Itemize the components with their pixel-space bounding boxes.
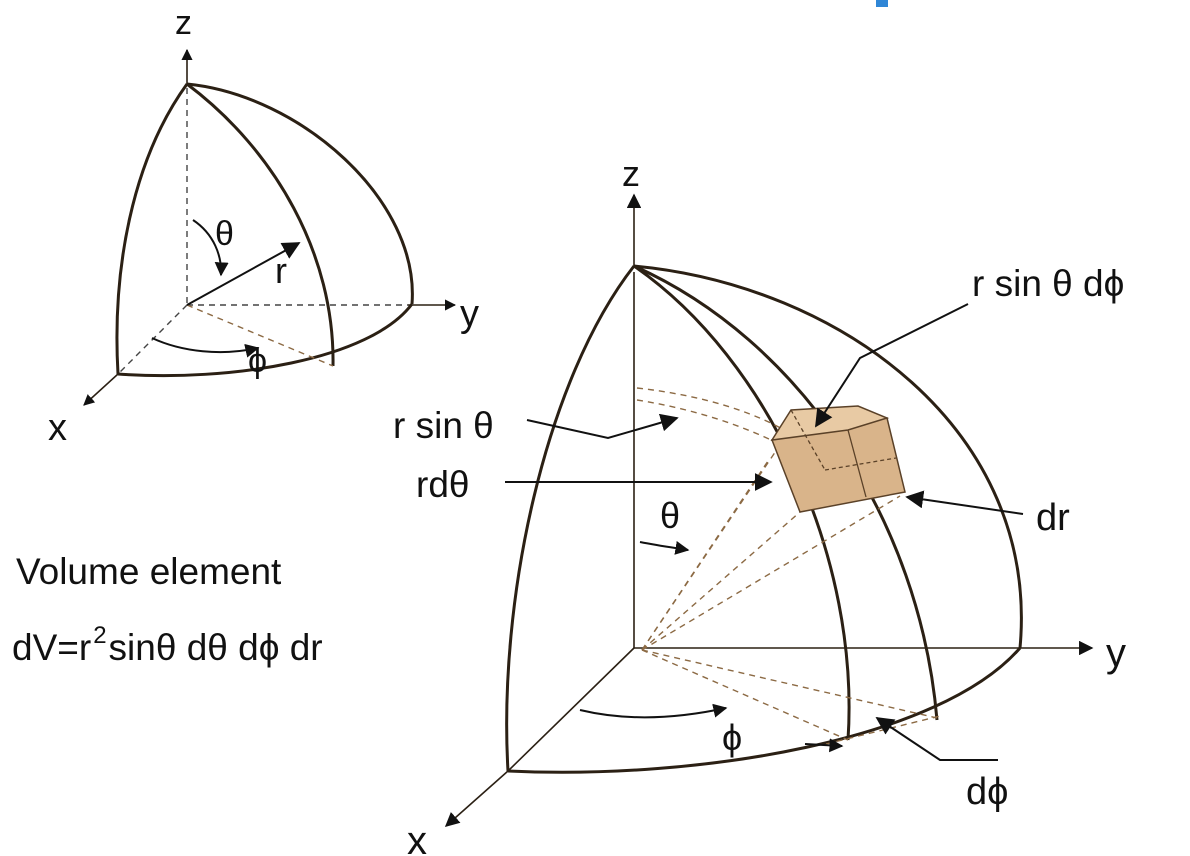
small-phi-label: ϕ (248, 342, 267, 380)
formula-suffix: sinθ dθ dϕ dr (108, 627, 323, 668)
large-z-label: z (622, 153, 640, 194)
large-radial-dash-2 (641, 511, 801, 651)
volume-element-edge-1 (790, 409, 826, 471)
small-x-axis (83, 373, 119, 406)
small-x-label: x (48, 407, 67, 449)
large-projection-dash-1 (641, 649, 849, 741)
dphi-arrow-left (804, 738, 844, 753)
formula-prefix: dV=r (12, 627, 92, 668)
small-phi-arc (151, 337, 260, 358)
formula-exponent: 2 (93, 622, 107, 649)
small-x-axis-hidden (117, 304, 188, 375)
large-x-axis-inner (507, 647, 635, 772)
small-r-label: r (275, 250, 287, 291)
small-r-vector (186, 242, 301, 306)
large-theta-arc (639, 541, 690, 555)
rsinthetadphi-label: r sin θ dϕ (972, 263, 1124, 304)
large-y-label: y (1106, 631, 1126, 675)
large-radial-dash-4 (641, 457, 771, 651)
rdtheta-label: rdθ (416, 464, 469, 505)
dphi-label: dϕ (966, 771, 1008, 813)
small-projection-line (186, 304, 334, 367)
small-sphere-diagram: z y x r θ ϕ (48, 4, 479, 449)
rsinthetadphi-leader (815, 303, 969, 428)
volume-element-formula: dV=r2sinθ dθ dϕ dr (12, 622, 323, 668)
volume-element-edge-3 (847, 429, 867, 498)
large-projection-dash-2 (641, 649, 938, 719)
corner-blue-mark (876, 0, 888, 7)
volume-element-heading: Volume element (16, 551, 282, 592)
rsintheta-leader (526, 413, 679, 440)
small-sphere-xy-edge (117, 303, 414, 378)
large-theta-label: θ (660, 495, 680, 536)
large-x-label: x (407, 819, 427, 856)
volume-element-box (770, 405, 906, 513)
dr-leader (905, 490, 1024, 515)
dr-label: dr (1036, 497, 1070, 539)
large-sphere-yz-edge (633, 264, 1023, 649)
large-radial-dash-3 (641, 495, 901, 651)
large-phi-arc (579, 703, 728, 719)
small-theta-arc (192, 219, 229, 277)
rsintheta-label: r sin θ (393, 405, 494, 446)
large-sphere-xy-edge (507, 647, 1022, 774)
volume-element-edge-2 (824, 457, 897, 471)
small-y-label: y (460, 293, 479, 335)
large-x-axis (444, 770, 509, 827)
large-sphere-diagram: z y x θ ϕ dϕ dr rdθ r sin θ r sin θ dϕ (393, 153, 1126, 856)
small-sphere-xz-edge (115, 83, 189, 375)
large-latitude-dash-1 (636, 387, 801, 441)
dphi-leader (875, 717, 998, 761)
large-sphere-xz-edge (505, 265, 636, 772)
small-theta-label: θ (215, 215, 234, 253)
large-phi-label: ϕ (722, 717, 742, 758)
small-sphere-yz-edge (186, 82, 414, 305)
small-sphere-meridian (186, 82, 335, 367)
small-z-label: z (175, 4, 192, 42)
